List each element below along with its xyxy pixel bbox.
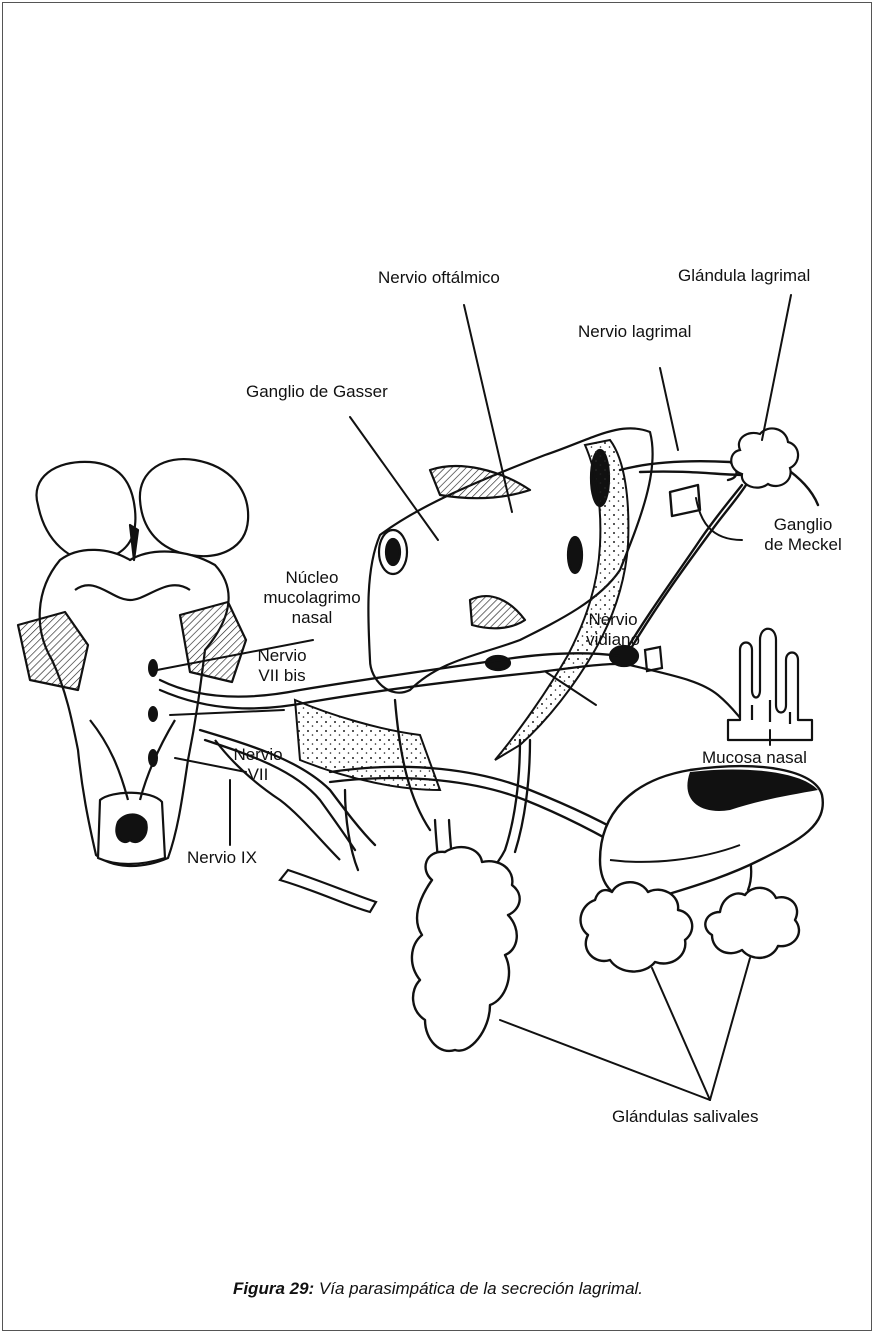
label-glandula-lagrimal: Glándula lagrimal bbox=[678, 266, 810, 286]
label-nervio-lagrimal: Nervio lagrimal bbox=[578, 322, 691, 342]
label-nucleo-line1: Núcleo bbox=[252, 568, 372, 588]
label-nervio-vii-line1: Nervio bbox=[228, 745, 288, 765]
caption-text: Vía parasimpática de la secreción lagrim… bbox=[314, 1279, 643, 1298]
lacrimal-gland-shape bbox=[731, 428, 798, 487]
label-nucleo-line3: nasal bbox=[252, 608, 372, 628]
label-mucosa-nasal: Mucosa nasal bbox=[702, 748, 807, 768]
label-nervio-vidiano-line2: vidiano bbox=[568, 630, 658, 650]
figure-caption: Figura 29: Vía parasimpática de la secre… bbox=[0, 1279, 876, 1299]
label-nervio-vidiano: Nervio vidiano bbox=[568, 610, 658, 650]
label-ganglio-meckel-line1: Ganglio bbox=[748, 515, 858, 535]
nasal-mucosa-shape bbox=[728, 629, 812, 740]
brainstem bbox=[18, 459, 248, 866]
label-nervio-ix: Nervio IX bbox=[187, 848, 257, 868]
label-ganglio-gasser: Ganglio de Gasser bbox=[246, 382, 388, 402]
vidian-canal bbox=[280, 870, 376, 912]
meckel-ganglion bbox=[610, 646, 742, 720]
label-glandulas-salivales: Glándulas salivales bbox=[612, 1107, 758, 1127]
label-ganglio-meckel: Ganglio de Meckel bbox=[748, 515, 858, 555]
label-nervio-vii-line2: VII bbox=[228, 765, 288, 785]
label-nervio-vii-bis-line1: Nervio bbox=[242, 646, 322, 666]
label-ganglio-meckel-line2: de Meckel bbox=[748, 535, 858, 555]
label-nucleo-line2: mucolagrimo bbox=[252, 588, 372, 608]
label-nervio-oftalmico: Nervio oftálmico bbox=[378, 268, 500, 288]
label-nervio-vidiano-line1: Nervio bbox=[568, 610, 658, 630]
label-nervio-vii: Nervio VII bbox=[228, 745, 288, 785]
label-nucleo-mucolagrimo-nasal: Núcleo mucolagrimo nasal bbox=[252, 568, 372, 628]
caption-label: Figura 29: bbox=[233, 1279, 314, 1298]
label-nervio-vii-bis-line2: VII bis bbox=[242, 666, 322, 686]
label-nervio-vii-bis: Nervio VII bis bbox=[242, 646, 322, 686]
